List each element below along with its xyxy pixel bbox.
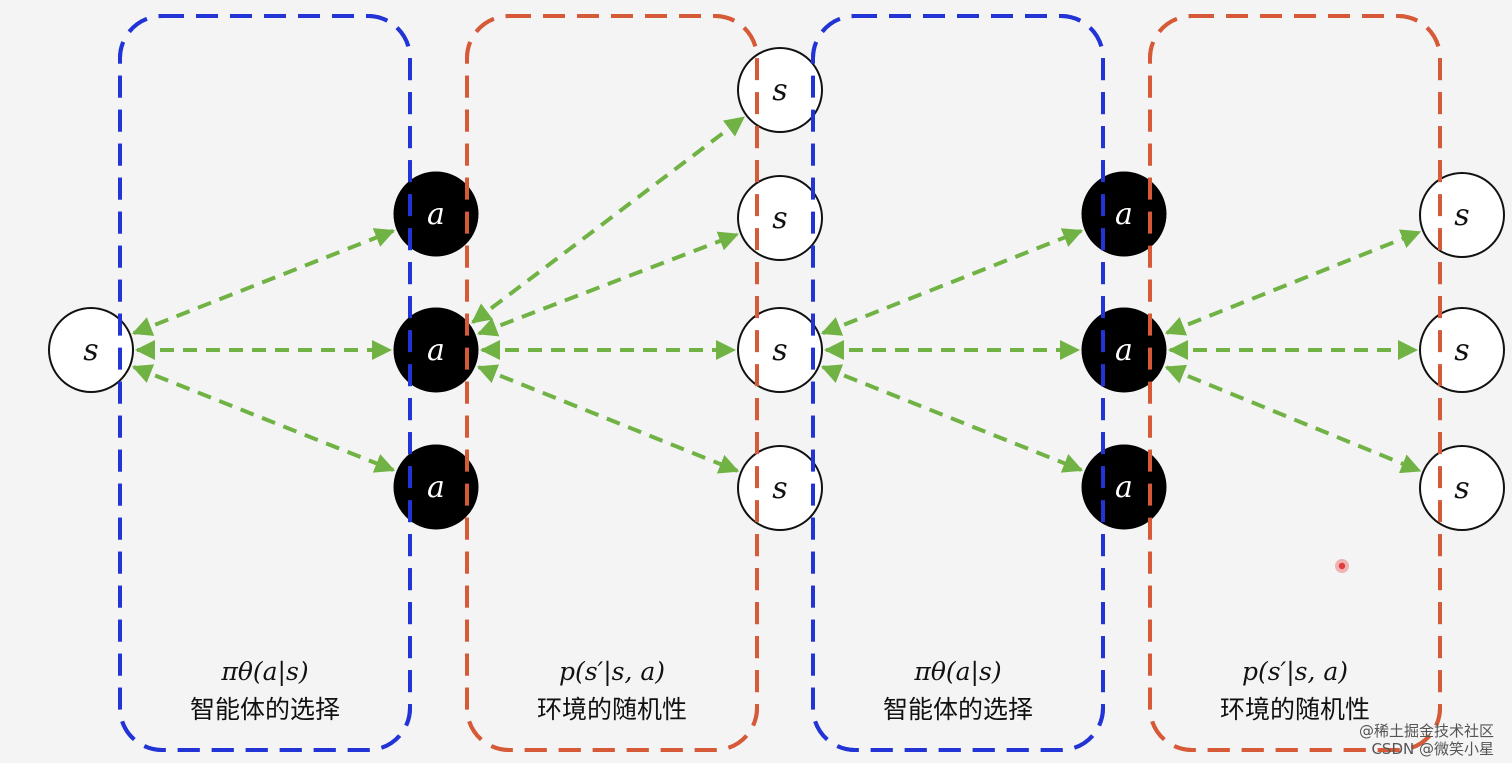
action-circle	[393, 444, 479, 530]
action-node-a4: a	[1081, 171, 1167, 257]
transition-arrows	[131, 116, 1422, 474]
transition-arrow-s0-a3	[131, 364, 396, 473]
action-circle	[393, 171, 479, 257]
state-node-s0: s	[48, 307, 134, 393]
watermark: @稀土掘金技术社区 CSDN @微笑小星	[1359, 722, 1494, 758]
transition-arrow-a2-s1	[471, 116, 745, 324]
transition-arrow-s0-a1	[131, 228, 396, 336]
state-label: s	[772, 333, 787, 368]
agent-choice-box-overlay	[811, 14, 1105, 752]
action-label: a	[427, 333, 445, 368]
watermark-line-2: CSDN @微笑小星	[1371, 740, 1494, 758]
panel-box-overlays	[118, 14, 1442, 752]
action-label: a	[1115, 197, 1133, 232]
environment-randomness-box-overlay	[1148, 14, 1442, 752]
state-circle	[48, 307, 134, 393]
state-label: s	[1454, 198, 1469, 233]
state-label: s	[772, 73, 787, 108]
transition-arrow-s3-a4	[820, 228, 1084, 336]
action-node-a2: a	[393, 307, 479, 393]
transition-arrow-s3-a6	[820, 364, 1084, 473]
graph-nodes: s a a a s s s s a a a s s s	[48, 47, 1505, 531]
environment-randomness-box	[1148, 14, 1442, 752]
agent-choice-box-overlay	[118, 14, 412, 752]
transition-formula: p(s′|s, a)	[1242, 657, 1348, 687]
agent-choice-box	[118, 14, 412, 752]
environment-randomness-box-overlay	[465, 14, 759, 752]
state-node-s2: s	[737, 175, 823, 261]
agent-choice-caption: 智能体的选择	[190, 695, 340, 724]
cursor-indicator	[1335, 559, 1349, 573]
transition-formula: p(s′|s, a)	[559, 657, 665, 687]
state-label: s	[83, 333, 98, 368]
state-node-s1: s	[737, 47, 823, 133]
action-node-a1: a	[393, 171, 479, 257]
action-circle	[393, 307, 479, 393]
policy-formula: πθ(a|s)	[220, 657, 308, 687]
environment-randomness-box	[465, 14, 759, 752]
state-label: s	[772, 471, 787, 506]
state-label: s	[1454, 471, 1469, 506]
action-label: a	[1115, 470, 1133, 505]
watermark-line-1: @稀土掘金技术社区	[1359, 722, 1494, 740]
state-node-s5: s	[1419, 172, 1505, 258]
action-node-a3: a	[393, 444, 479, 530]
agent-choice-box	[811, 14, 1105, 752]
state-node-s7: s	[1419, 445, 1505, 531]
action-node-a5: a	[1081, 307, 1167, 393]
transition-arrow-a2-s4	[476, 364, 740, 474]
transition-arrow-a5-s5	[1164, 229, 1422, 336]
policy-formula: πθ(a|s)	[913, 657, 1001, 687]
action-label: a	[427, 197, 445, 232]
state-node-s6: s	[1419, 307, 1505, 393]
agent-choice-caption: 智能体的选择	[883, 695, 1033, 724]
action-label: a	[1115, 333, 1133, 368]
transition-arrow-a2-s2	[477, 231, 739, 337]
environment-randomness-caption: 环境的随机性	[1220, 695, 1370, 724]
action-node-a6: a	[1081, 444, 1167, 530]
action-label: a	[427, 470, 445, 505]
state-node-s4: s	[737, 445, 823, 531]
state-label: s	[772, 201, 787, 236]
environment-randomness-caption: 环境的随机性	[537, 695, 687, 724]
state-node-s3: s	[737, 307, 823, 393]
state-label: s	[1454, 333, 1469, 368]
panel-captions: πθ(a|s) 智能体的选择 p(s′|s, a) 环境的随机性 πθ(a|s)…	[190, 657, 1370, 724]
transition-arrow-a5-s7	[1164, 364, 1422, 474]
